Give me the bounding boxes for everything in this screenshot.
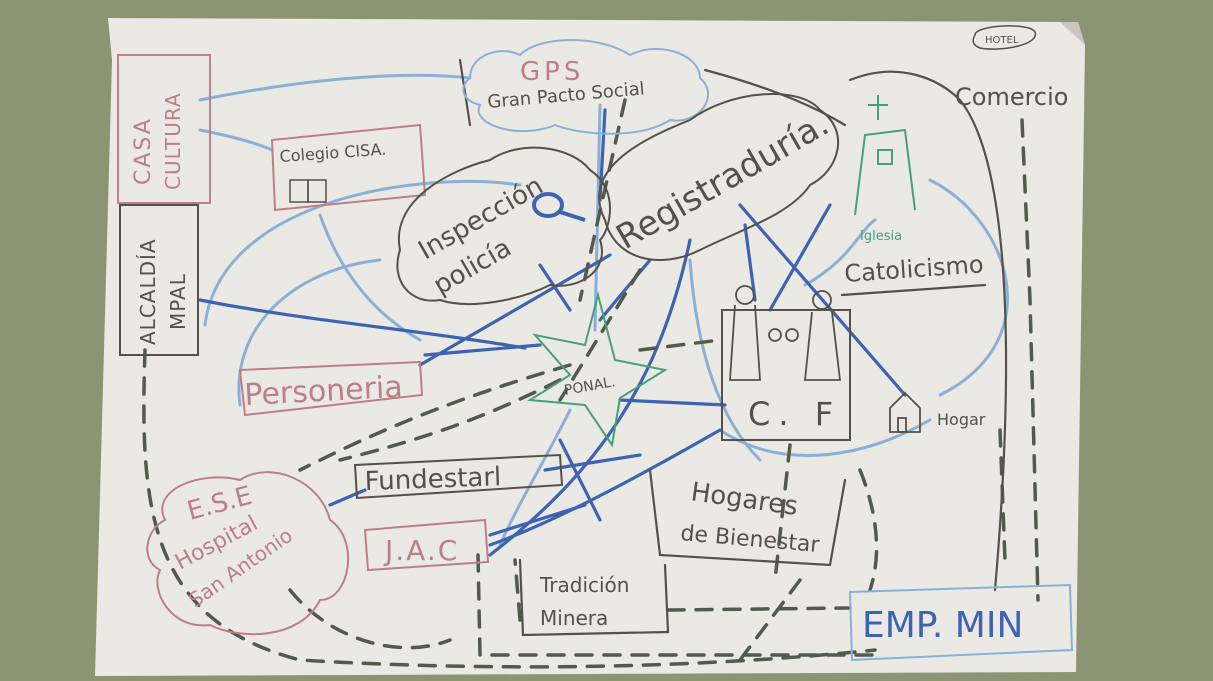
pencil-connections — [458, 58, 1008, 637]
pencil-catolicismo-underline — [840, 283, 987, 297]
dash-registraduria-right — [558, 268, 642, 402]
dash-tradicion-jac — [513, 558, 522, 622]
personeria-label: Personeria — [244, 370, 404, 413]
link-personeria-ponal — [423, 343, 542, 357]
dash-cf-empmin — [858, 468, 879, 592]
cf-box — [721, 309, 851, 441]
link-registraduria-hogar — [738, 203, 907, 397]
ese-cloud — [146, 471, 350, 636]
link-ese-fundestar — [328, 488, 367, 507]
link-personeria-inspeccion — [418, 253, 612, 367]
pencil-tradicion-box — [518, 558, 670, 637]
emp-min-label: EMP. MIN — [862, 605, 1023, 646]
link-casa-colegio — [198, 128, 274, 152]
alcaldia-line2: MPAL — [166, 273, 190, 330]
dash-hogares-empmin — [738, 578, 802, 662]
dash-tradicion-empmin — [666, 606, 852, 612]
node-hotel: HOTEL — [972, 25, 1036, 50]
dash-cf-bottom — [773, 443, 792, 582]
link-registraduria-cf — [743, 223, 757, 302]
pencil-hogares-box — [648, 468, 847, 567]
node-casa-cultura: CASA CULTURA — [117, 54, 211, 204]
blue-connections — [198, 108, 907, 557]
link-cf-catolicismo-blue — [768, 203, 832, 312]
node-jac: J.A.C — [363, 518, 490, 572]
link-alcaldia-arc — [203, 179, 522, 327]
link-ponal-jac-a — [558, 438, 602, 522]
comercio-label: Comercio — [955, 83, 1068, 111]
inspeccion-cloud — [396, 146, 611, 306]
registraduria-cloud — [598, 93, 839, 261]
dash-comercio-right — [1020, 118, 1040, 602]
paper-sheet — [95, 18, 1085, 676]
node-personeria: Personeria — [238, 360, 424, 417]
node-alcaldia: ALCALDÍA MPAL — [119, 204, 199, 356]
dash-ese-jac-loop — [288, 588, 452, 650]
emp-min-box — [848, 583, 1074, 662]
node-hogar: Hogar — [889, 391, 986, 433]
node-emp-min: EMP. MIN — [848, 583, 1074, 662]
pencil-gps-comercio — [703, 68, 847, 127]
link-alcaldia-ponal — [198, 298, 527, 350]
iglesia-label: Iglesia — [860, 229, 902, 244]
pencil-church-outline — [848, 70, 1008, 592]
book-icon — [289, 179, 327, 203]
family-icon — [729, 285, 842, 381]
dash-ponal-ese — [338, 378, 562, 462]
node-fundestar: Fundestarl — [353, 453, 564, 500]
fundestar-box — [353, 453, 564, 500]
jac-box — [363, 518, 490, 572]
link-casa-gps — [198, 73, 472, 102]
dash-outer-left — [142, 348, 877, 669]
link-inspeccion-ponal — [538, 263, 572, 312]
node-tradicion-minera: Tradición Minera — [539, 573, 629, 630]
fundestar-label: Fundestarl — [364, 462, 502, 497]
gps-line1: GPS — [520, 57, 584, 87]
casa-cultura-line1: CASA — [131, 117, 156, 185]
colegio-box — [270, 123, 427, 212]
pencil-bracket-gps — [458, 58, 472, 127]
personeria-box — [238, 360, 424, 417]
dash-empmin-bottom-loop — [476, 553, 882, 657]
hotel-cloud — [972, 25, 1036, 50]
tradicion-line1: Tradición — [539, 573, 629, 597]
jac-label: J.A.C — [383, 534, 459, 567]
light-blue-connections — [198, 73, 1009, 547]
casa-cultura-line2: CULTURA — [161, 92, 185, 190]
link-hogar-right-loop — [928, 178, 1009, 397]
dash-ponal-personeria — [298, 363, 572, 472]
gps-cloud — [462, 39, 710, 135]
ponal-star — [526, 291, 668, 448]
hogar-label: Hogar — [937, 410, 986, 429]
node-iglesia: Iglesia — [854, 95, 916, 244]
link-cf-catolicismo — [803, 218, 877, 287]
link-ponal-cf — [618, 398, 727, 407]
dashed-connections — [142, 98, 1040, 669]
alcaldia-line1: ALCALDÍA — [136, 238, 160, 345]
dash-ponal-cf — [638, 338, 722, 352]
link-jac-hogares — [488, 503, 587, 537]
link-registraduria-hogares — [688, 258, 762, 462]
cf-label: C. F — [748, 395, 841, 433]
tradicion-line2: Minera — [540, 606, 608, 630]
hotel-label: HOTEL — [985, 35, 1019, 46]
node-cf: C. F — [721, 285, 851, 441]
paper-fold-shadow — [1060, 22, 1085, 45]
alcaldia-box — [119, 204, 199, 356]
link-left-large-loop — [237, 258, 382, 407]
church-icon — [854, 95, 916, 216]
magnifier-icon — [532, 192, 586, 222]
house-icon — [889, 391, 921, 433]
casa-cultura-box — [117, 54, 211, 204]
